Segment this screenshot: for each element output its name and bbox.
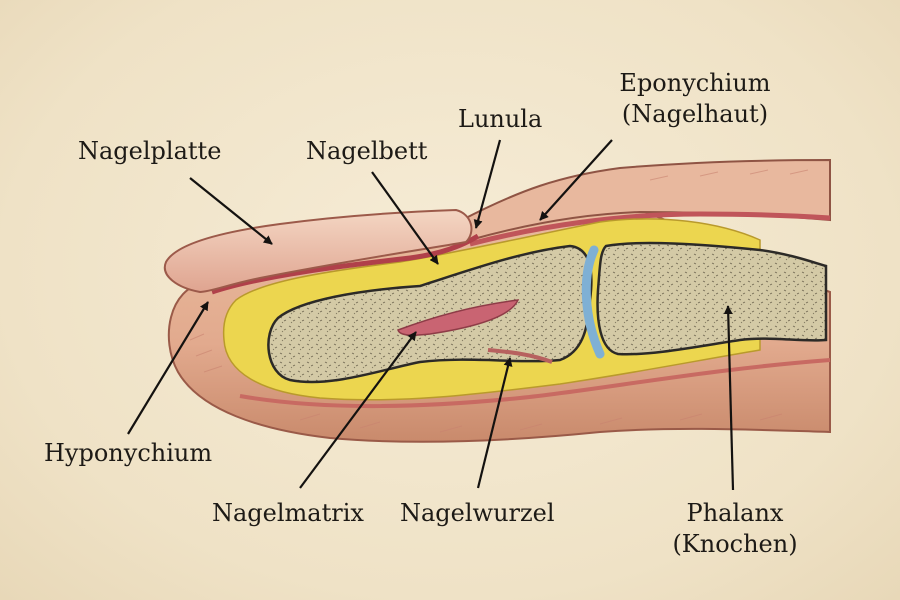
arrow-nagelwurzel bbox=[476, 357, 513, 489]
shading-hatch bbox=[189, 169, 809, 433]
arrow-nagelplatte bbox=[189, 177, 273, 245]
nail-plate bbox=[163, 208, 473, 294]
label-nagelwurzel: Nagelwurzel bbox=[400, 499, 555, 527]
arrow-eponychium bbox=[539, 139, 613, 221]
dermis-line-bottom bbox=[239, 358, 831, 408]
nail-root-tissue bbox=[487, 348, 553, 364]
label-phalanx: Phalanx (Knochen) bbox=[660, 498, 810, 560]
label-nagelmatrix: Nagelmatrix bbox=[212, 499, 364, 527]
arrow-hyponychium bbox=[127, 301, 209, 435]
arrow-nagelmatrix bbox=[299, 331, 417, 489]
middle-phalanx bbox=[596, 241, 828, 356]
label-phalanx-line1: Phalanx bbox=[686, 499, 784, 527]
pointer-arrows bbox=[127, 139, 735, 491]
distal-phalanx bbox=[267, 244, 593, 384]
label-eponychium-line1: Eponychium bbox=[619, 69, 771, 97]
joint-cartilage bbox=[581, 245, 605, 359]
label-eponychium-line2: (Nagelhaut) bbox=[621, 100, 769, 128]
label-lunula: Lunula bbox=[458, 105, 543, 133]
label-eponychium: Eponychium (Nagelhaut) bbox=[610, 68, 780, 130]
arrow-lunula bbox=[473, 139, 502, 229]
label-hyponychium: Hyponychium bbox=[44, 439, 213, 467]
arrow-nagelbett bbox=[371, 171, 439, 265]
dermis-line-top bbox=[469, 211, 831, 247]
arrow-phalanx bbox=[723, 305, 735, 491]
nail-bed-line bbox=[211, 233, 480, 295]
label-phalanx-line2: (Knochen) bbox=[672, 530, 798, 558]
label-nagelbett: Nagelbett bbox=[306, 137, 428, 165]
label-nagelplatte: Nagelplatte bbox=[78, 137, 222, 165]
